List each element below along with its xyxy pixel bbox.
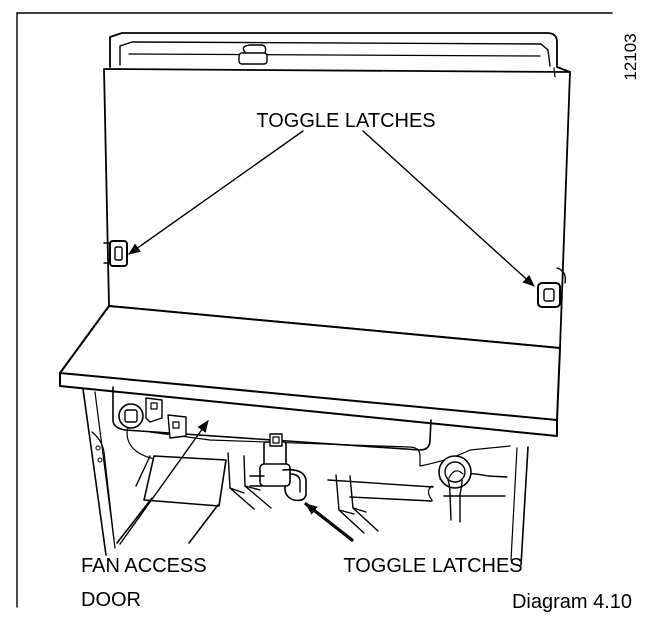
page-border [16, 12, 613, 608]
figure-number: 12103 [621, 33, 640, 80]
fan-access-door-label-line1: FAN ACCESS [81, 555, 207, 577]
lower-frame [116, 452, 508, 544]
right-knob [438, 455, 472, 523]
right-panel-latch [537, 267, 567, 308]
toggle-latches-bottom-label: TOGGLE LATCHES [343, 555, 522, 577]
fan-access-door [112, 386, 432, 451]
arrow-top-right [362, 130, 535, 287]
center-latch-assembly [249, 433, 307, 502]
arrow-top-left [128, 130, 304, 255]
toggle-latches-top-label: TOGGLE LATCHES [256, 110, 435, 132]
top-deck [59, 305, 561, 437]
diagram-caption: Diagram 4.10 [512, 591, 632, 613]
appliance-illustration [59, 32, 571, 566]
callout-arrows [119, 130, 535, 545]
arrow-bottom-latch [304, 502, 354, 542]
arrow-fan-access-door [119, 420, 209, 545]
left-panel-latch [103, 240, 128, 267]
back-panel [103, 32, 571, 349]
fan-access-door-label-line2: DOOR [81, 589, 141, 611]
